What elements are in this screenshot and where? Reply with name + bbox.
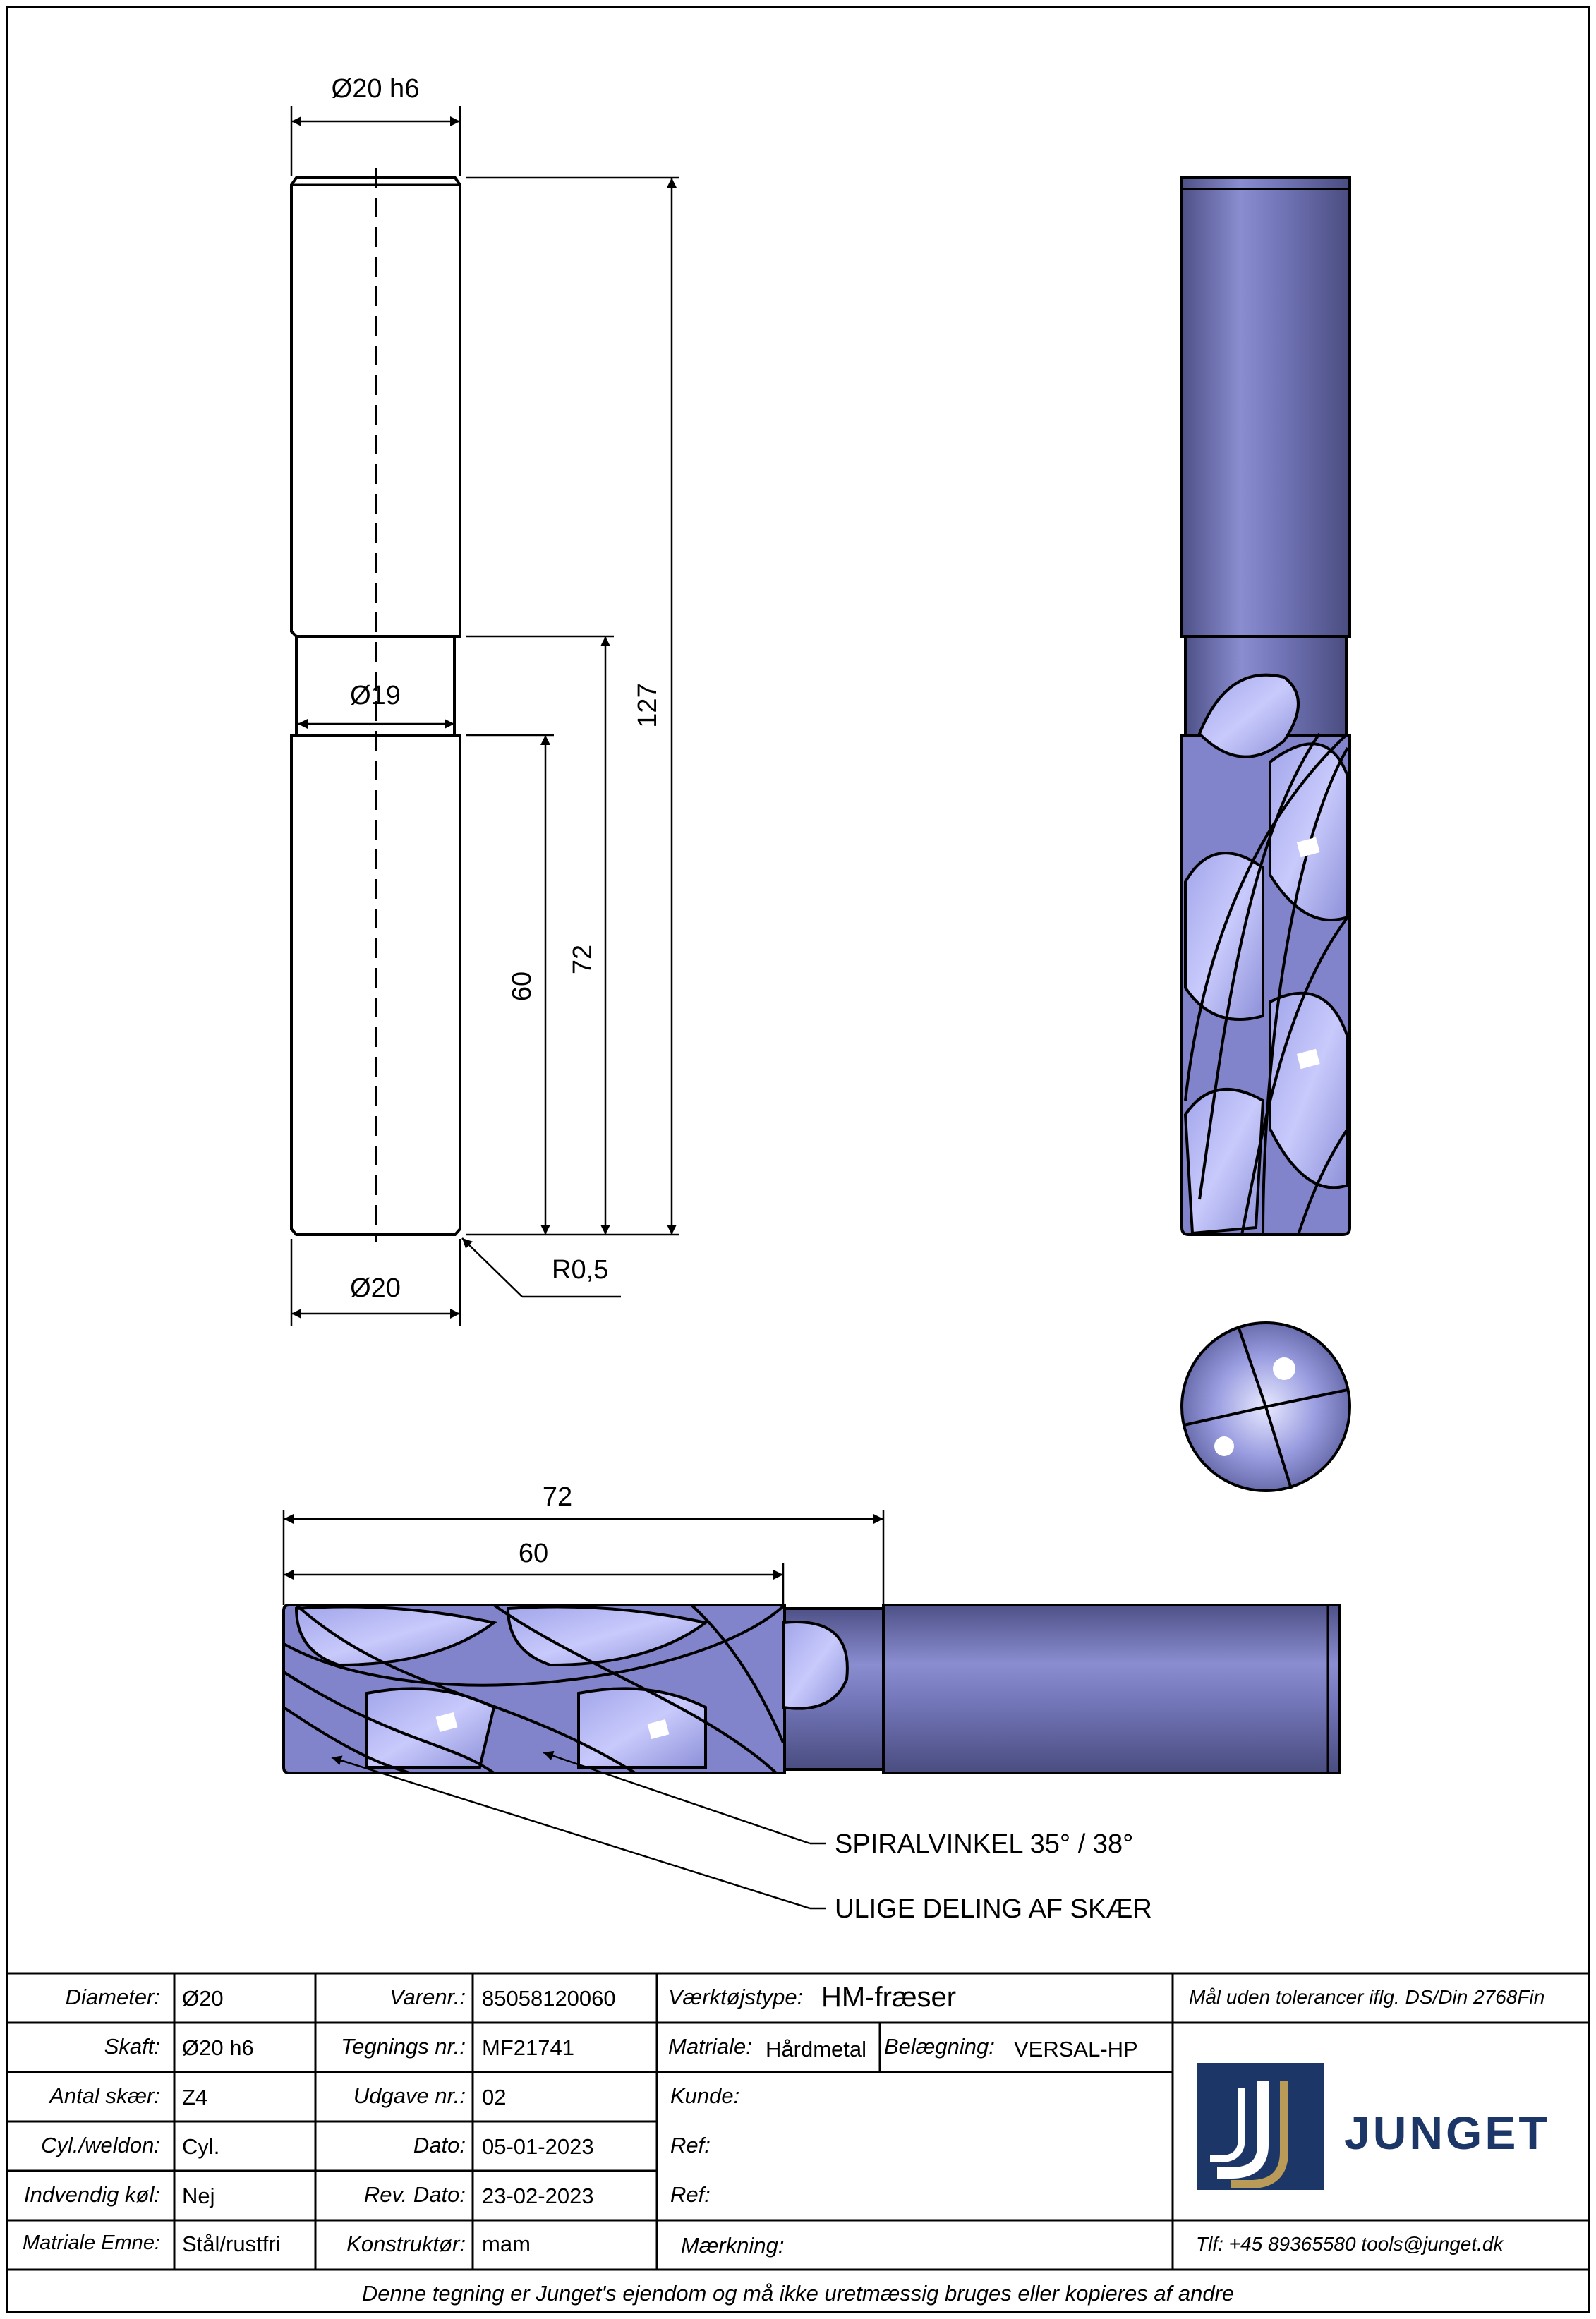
dim-neck-dia-text: Ø19 [350, 681, 401, 710]
dim-radius-leader [461, 1237, 621, 1298]
value-tool-type: HM-fræser [821, 1982, 957, 2013]
tolerance-note: Mål uden tolerancer iflg. DS/Din 2768Fin [1189, 1986, 1545, 2008]
label-diameter: Diameter: [65, 1985, 160, 2009]
value-rev-date: 23-02-2023 [482, 2184, 594, 2208]
tool-render-endview [1180, 1321, 1351, 1492]
value-coating: VERSAL-HP [1014, 2037, 1138, 2061]
value-shank: Ø20 h6 [182, 2035, 254, 2060]
label-coating: Belægning: [884, 2034, 995, 2059]
dim-h-length-72-text: 72 [543, 1482, 572, 1512]
dim-cut-dia [290, 1239, 461, 1326]
junget-logo [1197, 2063, 1324, 2190]
value-workpiece-material: Stål/rustfri [182, 2232, 281, 2256]
label-material: Matriale: [668, 2034, 752, 2059]
callout-unequal-spacing: ULIGE DELING AF SKÆR [835, 1894, 1152, 1924]
label-marking: Mærkning: [681, 2233, 785, 2258]
label-cyl-weldon: Cyl./weldon: [41, 2133, 160, 2157]
callout-helix-angle: SPIRALVINKEL 35° / 38° [835, 1829, 1133, 1859]
label-ref-2: Ref: [670, 2182, 711, 2207]
dim-shank-dia [290, 106, 461, 176]
dim-shank-dia-text: Ø20 h6 [332, 74, 420, 104]
label-date: Dato: [413, 2133, 466, 2157]
label-customer: Kunde: [670, 2083, 740, 2108]
label-edition-no: Udgave nr.: [353, 2083, 466, 2108]
label-shank: Skaft: [104, 2034, 160, 2059]
dim-overall-length-text: 127 [633, 683, 663, 727]
value-date: 05-01-2023 [482, 2134, 594, 2159]
sheet-border [6, 6, 1590, 2313]
value-edition-no: 02 [482, 2085, 507, 2109]
callout-leaders [331, 1750, 826, 1910]
contact-info: Tlf: +45 89365580 tools@junget.dk [1196, 2233, 1504, 2255]
value-drawing-no: MF21741 [482, 2035, 574, 2060]
side-view-outline [290, 168, 461, 1242]
label-drawing-no: Tegnings nr.: [341, 2034, 466, 2059]
value-diameter: Ø20 [182, 1986, 224, 2011]
brand-name: JUNGET [1344, 2107, 1550, 2159]
footer-disclaimer: Denne tegning er Junget's ejendom og må … [361, 2281, 1235, 2306]
dim-horizontal-lengths [282, 1510, 885, 1605]
dim-neck-length-text: 72 [568, 945, 598, 974]
label-flutes: Antal skær: [49, 2083, 160, 2108]
label-designer: Konstruktør: [346, 2232, 466, 2256]
dim-cut-length-text: 60 [507, 971, 537, 1001]
label-tool-type: Værktøjstype: [668, 1985, 804, 2009]
value-item-no: 85058120060 [482, 1986, 616, 2011]
dim-vertical-lengths [466, 176, 679, 1236]
label-workpiece-material: Matriale Emne: [22, 2232, 160, 2254]
dim-cut-dia-text: Ø20 [350, 1273, 401, 1303]
label-ref-1: Ref: [670, 2133, 711, 2157]
value-designer: mam [482, 2232, 531, 2256]
value-material: Hårdmetal [766, 2037, 866, 2061]
label-internal-cooling: Indvendig køl: [24, 2182, 160, 2207]
title-block-grid [7, 1972, 1589, 2271]
dim-radius-text: R0,5 [552, 1255, 608, 1285]
value-cyl-weldon: Cyl. [182, 2134, 220, 2159]
value-flutes: Z4 [182, 2085, 208, 2109]
tool-render-vertical [1180, 176, 1351, 1236]
dim-h-length-60-text: 60 [519, 1539, 548, 1568]
value-internal-cooling: Nej [182, 2184, 215, 2208]
label-item-no: Varenr.: [389, 1985, 466, 2009]
label-rev-date: Rev. Dato: [363, 2182, 466, 2207]
tool-render-horizontal [282, 1604, 1341, 1774]
